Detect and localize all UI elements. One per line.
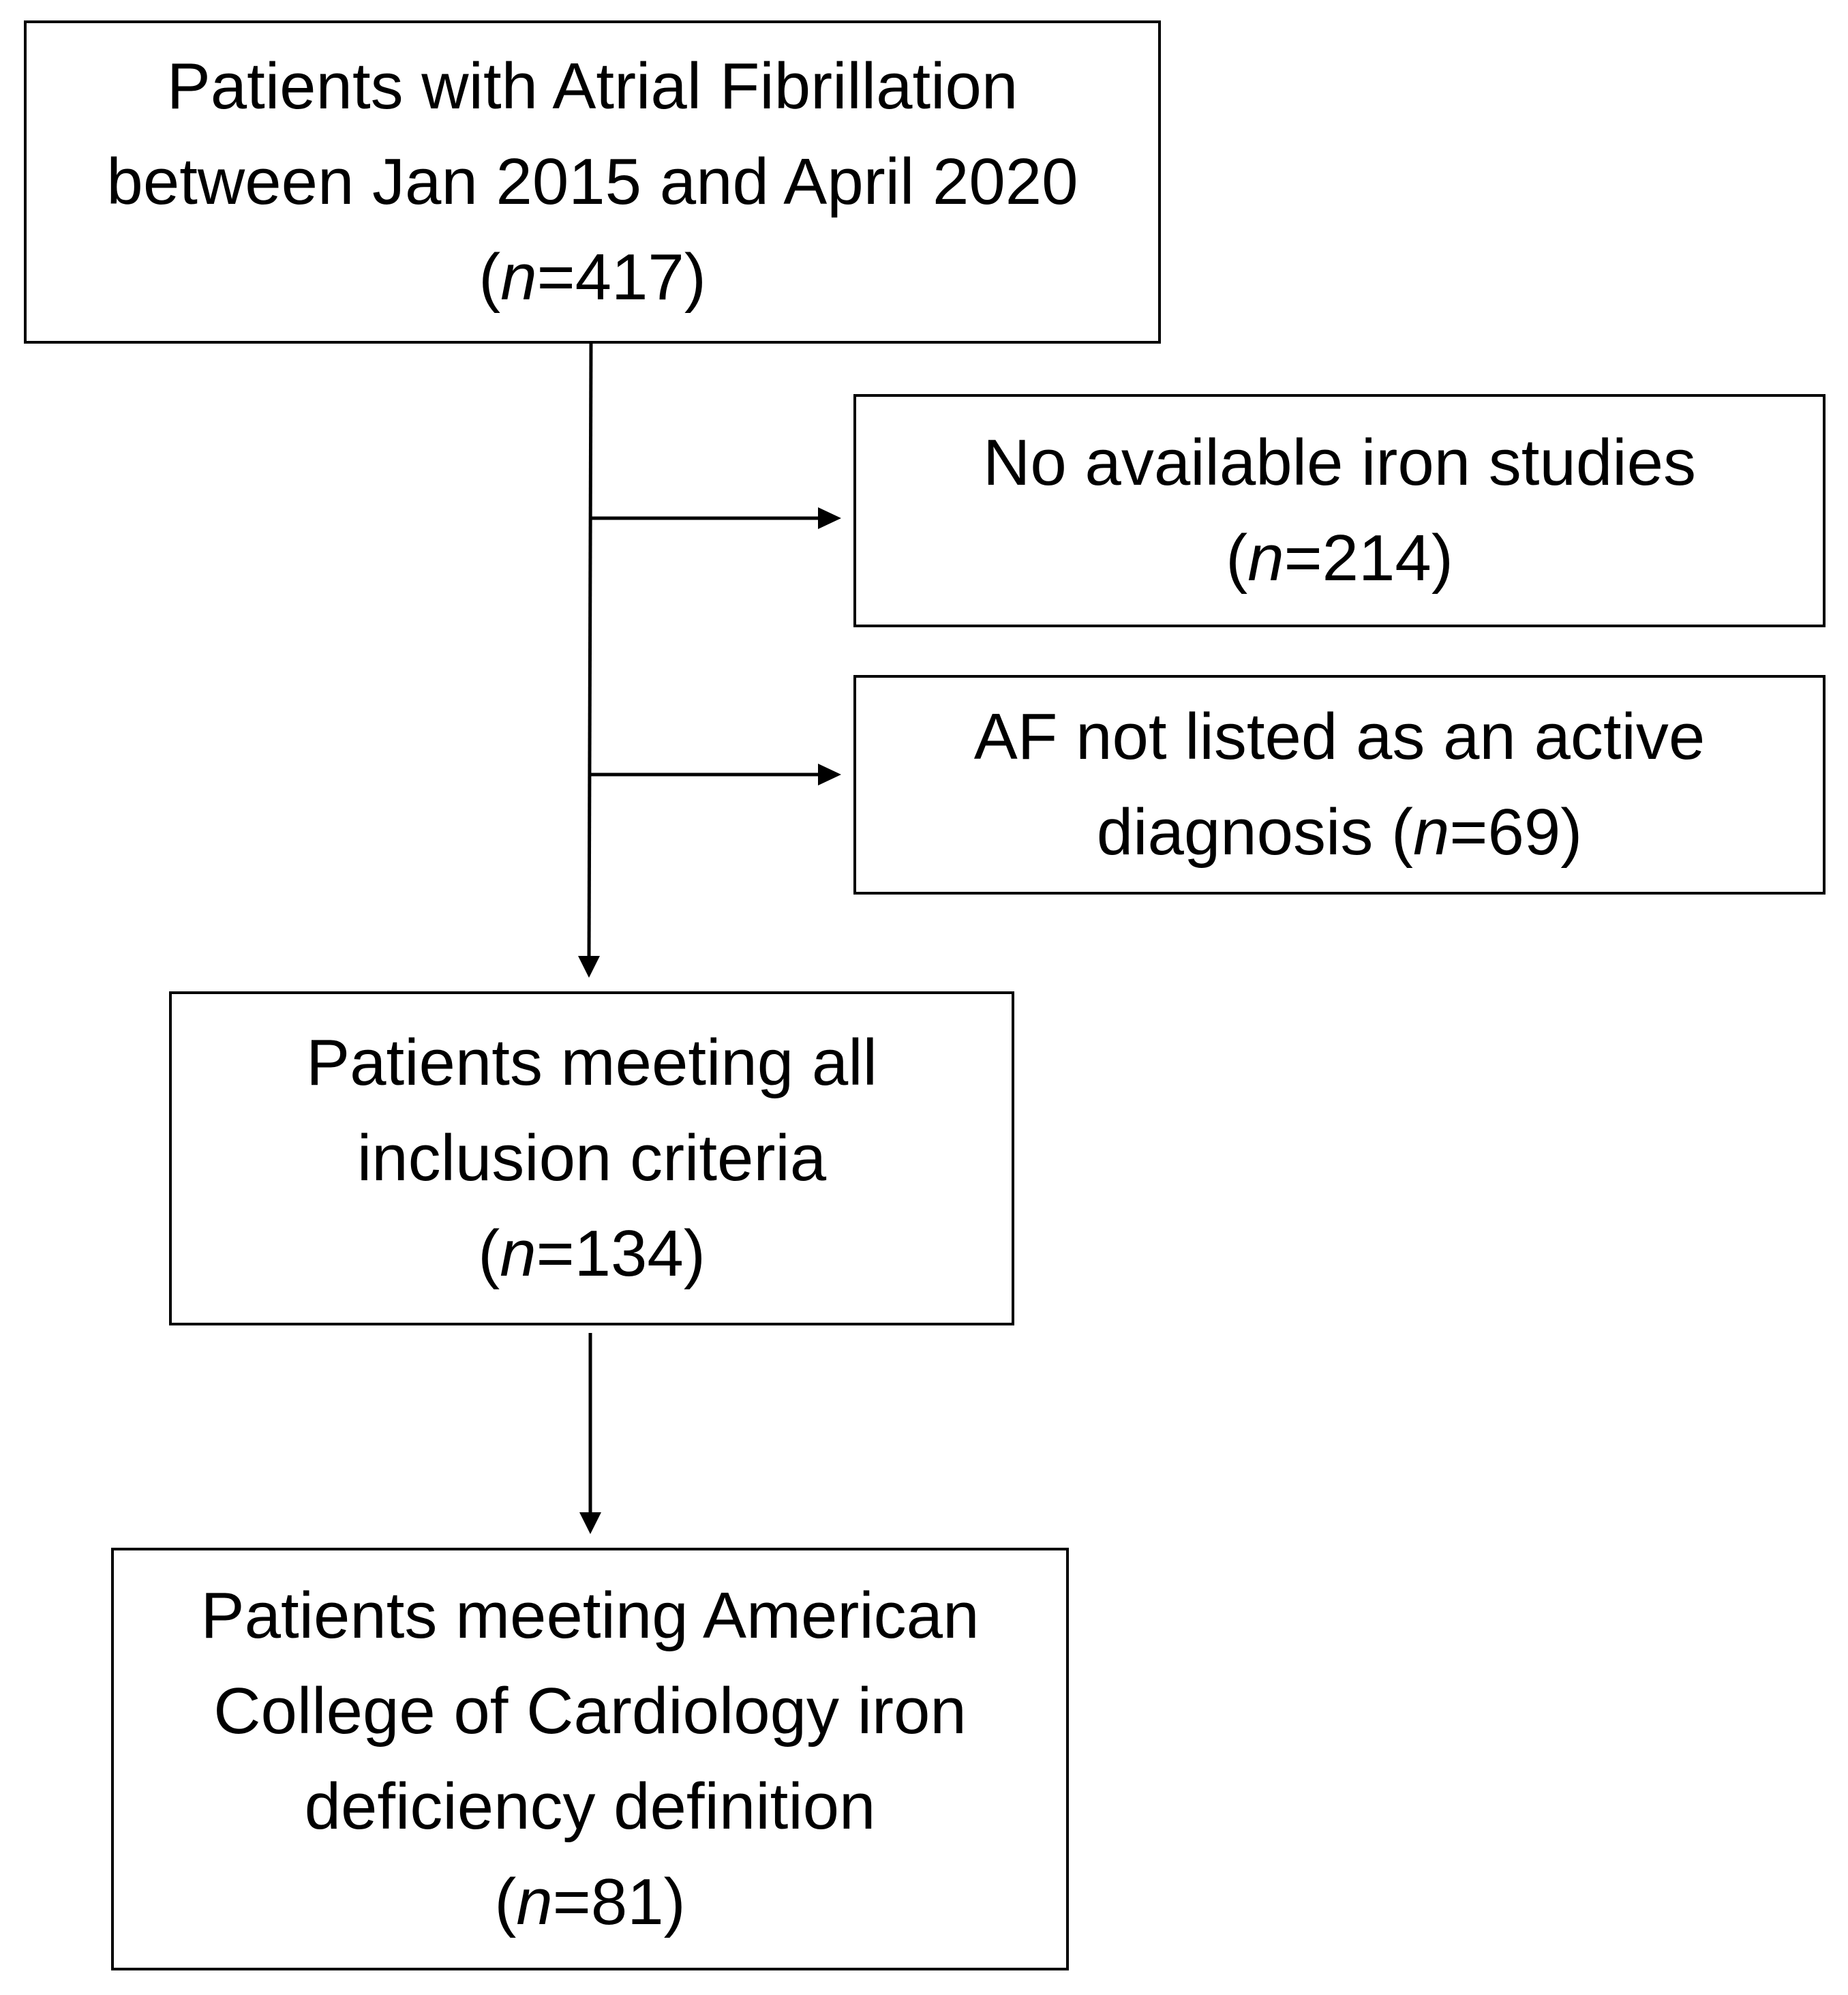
arrow-total-to-included	[587, 343, 593, 962]
included-count: (n=134)	[478, 1217, 706, 1290]
total-count: (n=417)	[479, 241, 706, 314]
total-patients-box: Patients with Atrial Fibrillation betwee…	[24, 20, 1161, 344]
included-line-2: inclusion criteria	[357, 1122, 827, 1195]
arrowhead-to-no-iron	[818, 507, 841, 529]
included-patients-box: Patients meeting all inclusion criteria …	[169, 991, 1014, 1325]
exclusion-no-iron-box: No available iron studies (n=214)	[853, 394, 1826, 627]
exclusion-af-not-active-box: AF not listed as an active diagnosis (n=…	[853, 675, 1826, 895]
included-line-1: Patients meeting all	[306, 1026, 877, 1099]
no-iron-line-1: No available iron studies	[983, 426, 1696, 499]
total-line-1: Patients with Atrial Fibrillation	[166, 50, 1018, 123]
acc-line-2: College of Cardiology iron	[213, 1675, 967, 1747]
acc-line-1: Patients meeting American	[200, 1579, 980, 1652]
no-iron-count: (n=214)	[1226, 522, 1453, 595]
acc-iron-deficiency-box: Patients meeting American College of Car…	[111, 1548, 1069, 1970]
af-not-active-count: diagnosis (n=69)	[1096, 796, 1583, 869]
af-not-active-line-1: AF not listed as an active	[973, 700, 1706, 773]
total-line-2: between Jan 2015 and April 2020	[106, 145, 1078, 218]
arrowhead-total-to-included	[578, 956, 600, 978]
acc-count: (n=81)	[494, 1865, 686, 1938]
arrowhead-included-to-acc	[579, 1512, 601, 1534]
acc-line-3: deficiency definition	[304, 1770, 876, 1843]
arrowhead-to-af-not-active	[818, 764, 841, 785]
